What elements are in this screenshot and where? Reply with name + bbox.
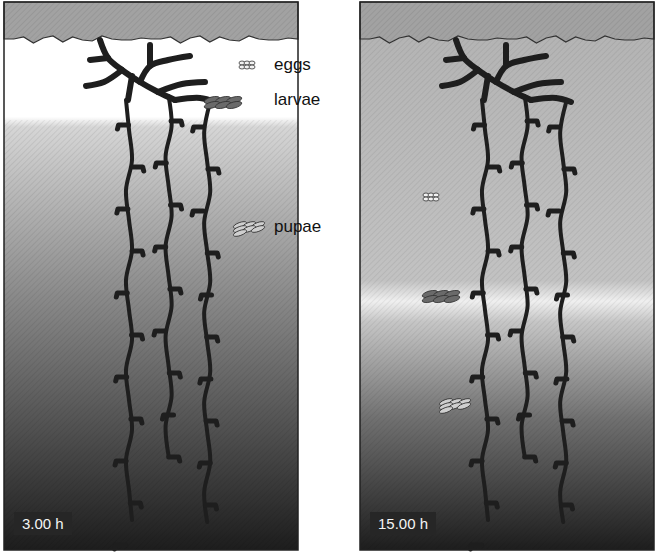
larva-cluster xyxy=(421,289,460,304)
brood-label: larvae xyxy=(274,90,320,110)
time-label: 3.00 h xyxy=(14,512,72,535)
egg-cluster xyxy=(423,193,439,201)
brood-label: pupae xyxy=(274,217,321,237)
pupa-cluster xyxy=(439,397,472,414)
larva-cluster xyxy=(203,95,242,110)
time-label: 15.00 h xyxy=(370,512,436,535)
egg-cluster xyxy=(239,61,255,69)
pupa-cluster xyxy=(233,220,266,237)
nest-panel xyxy=(4,2,298,550)
nest-panel xyxy=(360,2,654,550)
brood-label: eggs xyxy=(274,55,311,75)
